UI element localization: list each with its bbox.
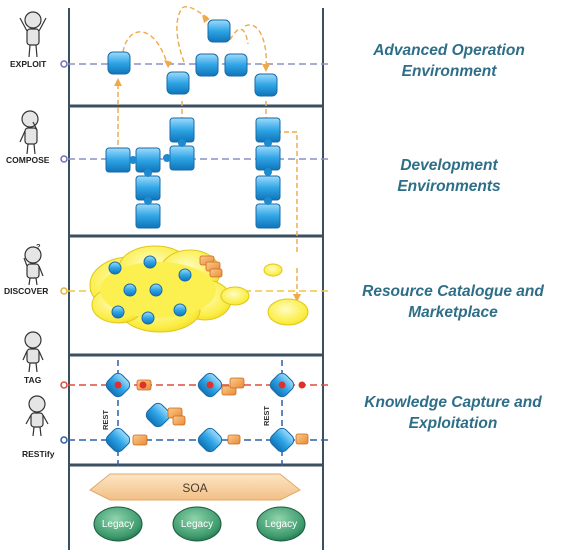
soa-label: SOA xyxy=(182,481,207,495)
layer-title-development: Development Environments xyxy=(333,155,565,197)
rest-label-left: REST xyxy=(101,410,110,430)
actor-label-exploit: EXPLOIT xyxy=(10,59,47,69)
layer-title-knowledge-capture: Knowledge Capture and Exploitation xyxy=(337,392,569,434)
soa-bar xyxy=(89,473,301,501)
legacy-label-3: Legacy xyxy=(265,519,297,530)
question-mark: ? xyxy=(36,242,41,251)
development-components xyxy=(105,117,281,229)
legacy-nodes xyxy=(93,506,306,542)
actor-label-discover: DISCOVER xyxy=(4,286,48,296)
tag-markers xyxy=(114,381,306,389)
actor-label-compose: COMPOSE xyxy=(6,155,50,165)
layer-title-advanced-operation: Advanced Operation Environment xyxy=(333,40,565,82)
flow-arrowheads xyxy=(114,15,301,302)
layer-title-line: Knowledge Capture and xyxy=(364,394,542,411)
layer-title-line: Environments xyxy=(397,178,501,195)
actor-connectors xyxy=(60,60,68,444)
restify-actor-icon xyxy=(25,395,49,437)
layer-title-line: Resource Catalogue and xyxy=(362,283,544,300)
tag-actor-icon xyxy=(22,331,44,373)
legacy-label-2: Legacy xyxy=(181,519,213,530)
legacy-label-1: Legacy xyxy=(102,519,134,530)
stack-frame xyxy=(68,8,324,550)
layer-title-line: Marketplace xyxy=(408,304,498,321)
actor-label-restify: RESTify xyxy=(22,449,55,459)
catalogue-resources xyxy=(108,255,192,325)
knowledge-tags xyxy=(132,377,309,446)
compose-actor-icon xyxy=(19,110,39,155)
layer-title-line: Advanced Operation xyxy=(373,42,525,59)
actor-label-tag: TAG xyxy=(24,375,42,385)
rest-label-right: REST xyxy=(262,406,271,426)
small-clouds xyxy=(220,263,309,326)
layer-title-line: Exploitation xyxy=(408,415,498,432)
catalogue-tags xyxy=(199,255,223,278)
layer-title-line: Development xyxy=(400,157,498,174)
knowledge-nodes xyxy=(105,372,295,453)
layer-title-resource-catalogue: Resource Catalogue and Marketplace xyxy=(337,281,569,323)
puzzle-tabs xyxy=(129,139,272,205)
layer-title-line: Environment xyxy=(401,63,497,80)
exploit-actor-icon xyxy=(19,11,47,58)
operation-components xyxy=(107,19,278,97)
discover-actor-icon xyxy=(23,246,44,286)
